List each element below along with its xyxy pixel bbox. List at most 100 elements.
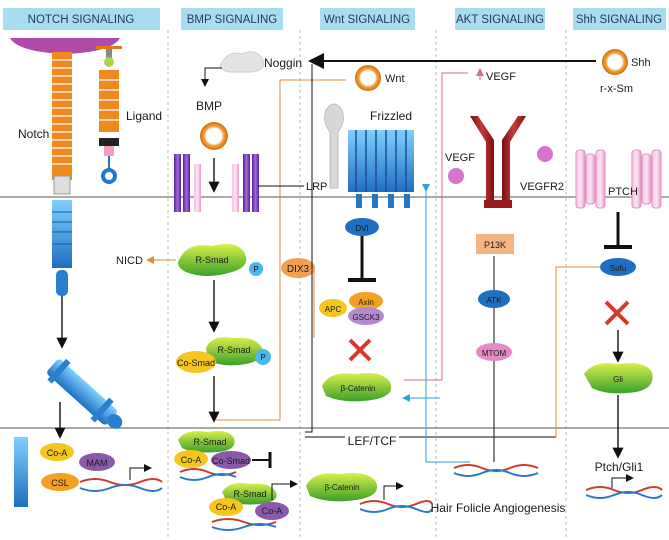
shh-label: Shh: [631, 57, 651, 69]
r-smad-3-label: R-Smad: [193, 437, 226, 447]
shh-column: Shh r-x-Sm PTCH Sufu Gli Ptch/Gli1: [555, 49, 663, 499]
notch-column: Notch Ligand Co-A: [10, 38, 163, 507]
notch-label: Notch: [18, 127, 49, 141]
notch-segment: [53, 175, 71, 195]
r-smad-1-label: R-Smad: [195, 255, 228, 265]
shh-ligand: [602, 49, 628, 75]
vegfr2-label: VEGFR2: [520, 181, 564, 193]
header-shh: Shh SIGNALING: [576, 14, 662, 26]
header-wnt: Wnt SIGNALING: [324, 14, 410, 26]
gli: [584, 363, 653, 394]
coa-bmp-2: [209, 498, 243, 516]
noggin: [219, 51, 265, 73]
coa-bmp-3: [255, 502, 289, 520]
r-smad-3: [178, 430, 235, 453]
ptch-label: PTCH: [608, 186, 638, 198]
header-bmp: BMP SIGNALING: [187, 14, 278, 26]
mam: [79, 453, 115, 471]
phospho-1-label: P: [253, 265, 258, 274]
notch-intracellular: [52, 200, 72, 268]
wnt-block-x: [348, 338, 372, 362]
column-dividers: [167, 30, 567, 540]
phospho-2: [255, 349, 271, 365]
ligand-tm: [99, 138, 119, 146]
coa-bmp-1: [174, 450, 208, 468]
hair-label: Hair Folicle Angiogenesis: [431, 501, 566, 515]
bmp-column: Noggin BMP R-Smad P NICD R-Smad P Co-Sma…: [116, 51, 315, 531]
ptch-receptor: [575, 149, 662, 209]
bmp-label: BMP: [196, 99, 222, 113]
vegfr2-receptor: [470, 116, 526, 208]
p13k-label: P13K: [484, 240, 506, 250]
co-smad-1-label: Co-Smad: [177, 358, 215, 368]
ligand-receptor: [99, 70, 119, 132]
atk: [478, 290, 510, 308]
orange-connector: [216, 79, 346, 421]
header-box-wnt: [320, 8, 415, 30]
sufu: [600, 258, 636, 276]
signal-cell-membrane: [10, 38, 120, 54]
frizzled-receptor: [348, 130, 414, 208]
column-headers: NOTCH SIGNALING BMP SIGNALING Wnt SIGNAL…: [3, 8, 666, 30]
apc: [319, 299, 347, 317]
beta-catenin-2: [306, 473, 378, 502]
r-smad-4: [222, 483, 277, 505]
frizzled-label: Frizzled: [370, 109, 412, 123]
rxsm-label: r-x-Sm: [600, 83, 633, 95]
bmp-ligand: [200, 122, 228, 150]
header-box-akt: [455, 8, 545, 30]
header-box-shh: [573, 8, 666, 30]
co-smad-2-label: Co-Smad: [212, 456, 250, 466]
vegf-ligand-left: [448, 168, 464, 184]
vegf-top-label: VEGF: [486, 71, 516, 83]
gsck3: [348, 307, 384, 325]
coa-notch: [40, 443, 74, 461]
dix3-label: DIX3: [287, 264, 310, 275]
apc-label: APC: [325, 305, 342, 314]
mam-label: MAM: [87, 458, 108, 468]
r-smad-4-label: R-Smad: [233, 489, 266, 499]
csl: [41, 473, 79, 491]
gsck3-label: GSCK3: [352, 313, 380, 322]
nicd-nuclear: [14, 437, 28, 507]
akt-column: VEGF VEGF VEGFR2 P13K ATK MTOM Hair Foli…: [402, 68, 566, 515]
wnt-label: Wnt: [385, 73, 405, 85]
ptch-gli1-label: Ptch/Gli1: [595, 460, 644, 474]
r-smad-2: [206, 337, 263, 366]
vegf-label: VEGF: [445, 152, 475, 164]
csl-label: CSL: [51, 478, 69, 488]
r-smad-1: [178, 244, 247, 276]
header-box-bmp: [181, 8, 283, 30]
header-box-notch: [3, 8, 160, 30]
dna-notch: [79, 478, 163, 486]
header-notch: NOTCH SIGNALING: [28, 14, 135, 26]
beta-catenin-1-label: β-Catenin: [341, 384, 376, 393]
vegf-ligand-right: [537, 146, 553, 162]
nicd-label: NICD: [116, 255, 143, 267]
dix3: [281, 258, 315, 278]
coa-bmp-3-label: Co-A: [262, 506, 283, 516]
header-akt: AKT SIGNALING: [456, 14, 544, 26]
noggin-label: Noggin: [264, 56, 302, 70]
coa-notch-label: Co-A: [47, 448, 68, 458]
ligand-label: Ligand: [126, 109, 162, 123]
r-smad-2-label: R-Smad: [217, 345, 250, 355]
beta-catenin-1: [322, 373, 392, 402]
lrp-label: LRP: [306, 181, 327, 193]
dvl: [345, 218, 379, 236]
axin-label: Axin: [358, 298, 374, 307]
mtom-label: MTOM: [482, 349, 507, 358]
coa-bmp-2-label: Co-A: [216, 502, 237, 512]
ligand-ring: [101, 168, 117, 184]
wnt-ligand: [355, 65, 381, 91]
lef-tcf-label: LEF/TCF: [348, 434, 397, 448]
atk-label: ATK: [487, 296, 503, 305]
dvl-label: DVI: [355, 224, 368, 233]
nicd-protein: [47, 358, 123, 429]
phospho-1: [249, 262, 263, 276]
axin: [349, 292, 383, 310]
ligand-head: [104, 57, 114, 67]
co-smad-2: [211, 451, 251, 469]
